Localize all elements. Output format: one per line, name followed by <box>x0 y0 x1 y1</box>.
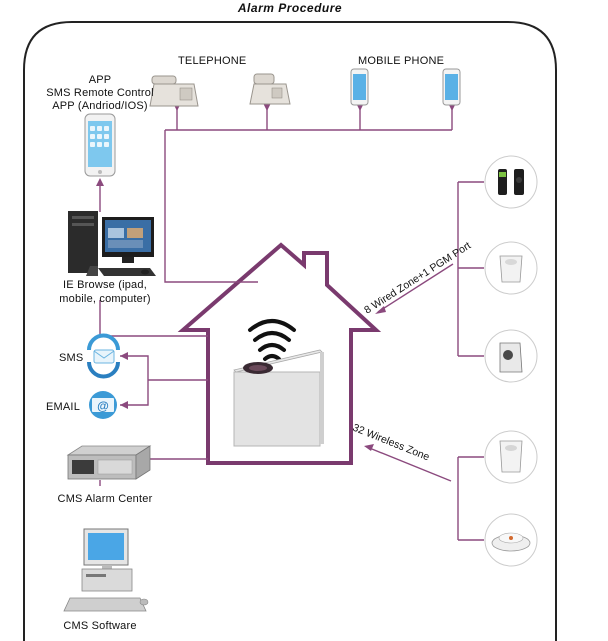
app-phone-icon <box>84 113 116 177</box>
computer-icon <box>68 211 156 276</box>
frame-border <box>23 21 557 641</box>
sms-icon <box>87 333 120 379</box>
mobile-phone-2-icon <box>442 68 461 106</box>
ie-browse-label-line1: IE Browse (ipad, <box>63 279 147 291</box>
outdoor-siren-icon <box>484 329 538 383</box>
ie-browse-label-line2: mobile, computer) <box>59 293 151 305</box>
telephone-label: TELEPHONE <box>178 55 247 67</box>
wired-zone-label: 8 Wired Zone+1 PGM Port <box>362 240 473 317</box>
house-outline <box>177 242 382 465</box>
cms-software-label: CMS Software <box>63 620 137 632</box>
sms-label: SMS <box>59 352 84 364</box>
alarm-panel-icon <box>233 349 324 447</box>
cms-alarm-center-icon <box>66 445 152 480</box>
app-label-line3: APP (Andriod/IOS) <box>52 100 148 112</box>
telephone-1-icon <box>149 75 199 107</box>
mobile-phone-label: MOBILE PHONE <box>358 55 445 67</box>
beam-detector-icon <box>484 155 538 209</box>
wifi-signal-icon <box>248 319 296 361</box>
cms-software-computer-icon <box>63 528 149 612</box>
pir-motion-detector-icon <box>484 241 538 295</box>
smoke-detector-icon <box>484 513 538 567</box>
arrowheads <box>96 103 456 451</box>
email-label: EMAIL <box>46 401 81 413</box>
telephone-2-icon <box>249 73 291 105</box>
wireless-pir-detector-icon <box>484 430 538 484</box>
app-label-line2: SMS Remote Control <box>46 87 154 99</box>
svg-text:@: @ <box>97 399 109 413</box>
diagram-title: Alarm Procedure <box>237 1 343 15</box>
email-icon: @ <box>89 391 117 419</box>
cms-alarm-center-label: CMS Alarm Center <box>57 493 153 505</box>
app-label-line1: APP <box>88 74 112 86</box>
mobile-phone-1-icon <box>350 68 369 106</box>
connector-lines <box>99 107 484 541</box>
